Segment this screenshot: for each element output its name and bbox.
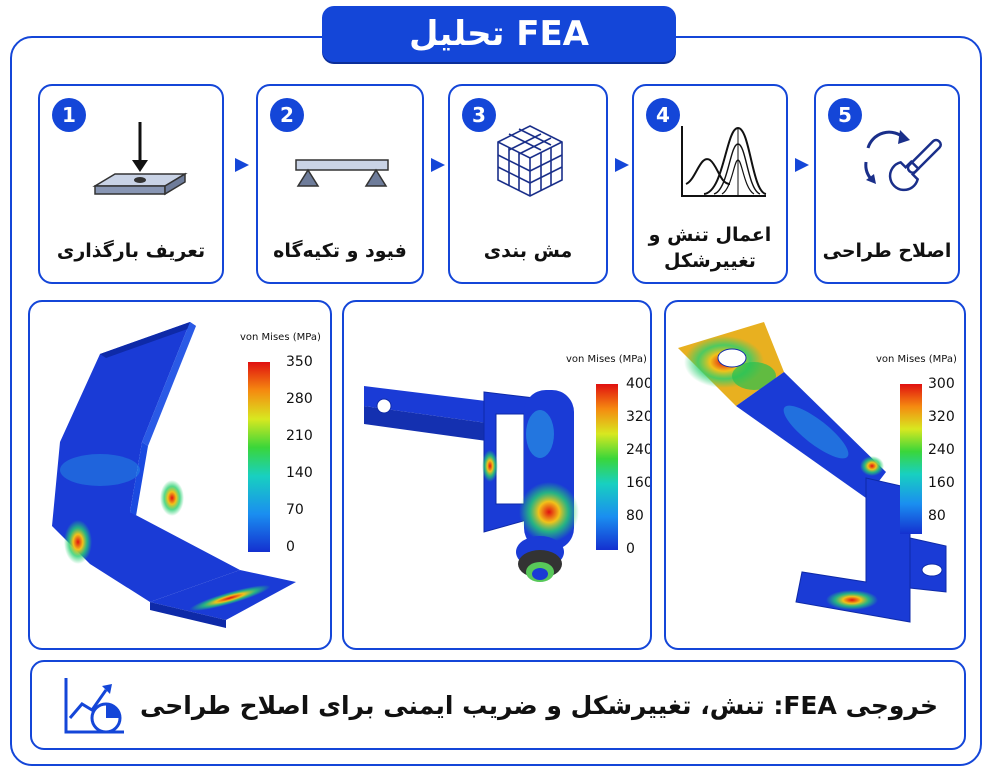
fea-result-panel-1: von Mises (MPa) 350 280 210 140 70 0 [28, 300, 332, 650]
load-plate-icon [40, 114, 222, 214]
step-label: اصلاح طراحی [822, 240, 952, 262]
step-card-3: 3 مش بندی [448, 84, 608, 284]
analytics-chart-icon [64, 678, 124, 734]
legend-tick: 320 [928, 409, 955, 425]
step-card-1: 1 تعریف بارگذاری [38, 84, 224, 284]
legend-tick: 160 [626, 475, 652, 491]
step-label: فیود و تکیه‌گاه [273, 240, 407, 262]
legend-title: von Mises (MPa) [876, 354, 957, 365]
legend-tick: 80 [626, 508, 644, 524]
output-summary-box: خروجی FEA: تنش، تغییرشکل و ضریب ایمنی بر… [30, 660, 966, 750]
legend-tick: 0 [286, 539, 295, 555]
legend-tick: 80 [928, 508, 946, 524]
step-card-4: 4 اعمال تنش و تغییرشکل [632, 84, 788, 284]
arrow-right-icon [795, 158, 809, 172]
stress-curve-icon [634, 114, 786, 214]
legend-tick: 300 [928, 376, 955, 392]
legend-tick: 240 [626, 442, 652, 458]
legend-tick: 280 [286, 391, 313, 407]
step-card-5: 5 اصلاح طراحی [814, 84, 960, 284]
page-title: تحلیل FEA [322, 6, 676, 62]
mesh-cube-icon [450, 114, 606, 214]
step-label: تعریف بارگذاری [56, 240, 206, 262]
arrow-right-icon [615, 158, 629, 172]
bracket-model [678, 322, 947, 623]
step-number: 4 [646, 98, 680, 132]
legend-tick: 70 [286, 502, 304, 518]
bent-plate-model [52, 322, 296, 628]
beam-supports-icon [258, 114, 422, 214]
legend-title: von Mises (MPa) [240, 332, 321, 343]
legend-title: von Mises (MPa) [566, 354, 647, 365]
wrench-refresh-icon [816, 114, 958, 214]
legend-tick: 400 [626, 376, 652, 392]
colormap-bar [596, 384, 618, 550]
step-card-2: 2 فیود و تکیه‌گاه [256, 84, 424, 284]
legend-tick: 240 [928, 442, 955, 458]
colormap-bar [900, 384, 922, 534]
arrow-right-icon [431, 158, 445, 172]
step-number: 2 [270, 98, 304, 132]
step-label: مش بندی [483, 240, 573, 262]
legend-tick: 210 [286, 428, 313, 444]
clevis-shaft-model [364, 386, 579, 582]
legend-tick: 320 [626, 409, 652, 425]
legend-tick: 160 [928, 475, 955, 491]
fea-result-panel-2: von Mises (MPa) 400 320 240 160 80 0 [342, 300, 652, 650]
step-number: 3 [462, 98, 496, 132]
legend-tick: 350 [286, 354, 313, 370]
legend-tick: 0 [626, 541, 635, 557]
arrow-right-icon [235, 158, 249, 172]
fea-result-panel-3: von Mises (MPa) 300 320 240 160 80 [664, 300, 966, 650]
step-number: 1 [52, 98, 86, 132]
output-summary-text: خروجی FEA: تنش، تغییرشکل و ضریب ایمنی بر… [139, 690, 938, 720]
legend-tick: 140 [286, 465, 313, 481]
step-number: 5 [828, 98, 862, 132]
step-label: اعمال تنش و تغییرشکل [648, 224, 772, 272]
colormap-bar [248, 362, 270, 552]
